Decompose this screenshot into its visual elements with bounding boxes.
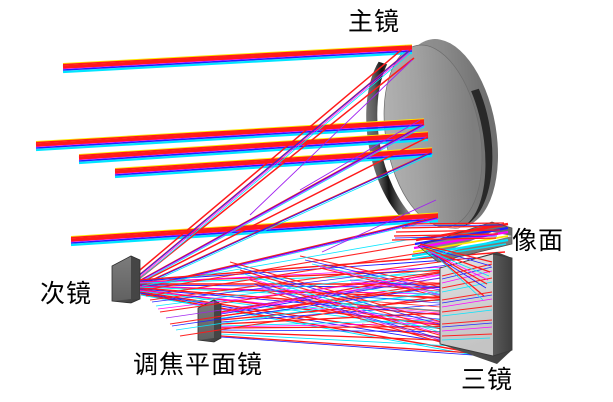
label-tertiary-mirror: 三镜 <box>461 365 514 394</box>
incoming-bundle-3 <box>78 131 429 165</box>
incoming-bundle-2 <box>35 118 425 152</box>
incoming-ray-bundles <box>35 44 439 247</box>
label-secondary-mirror: 次镜 <box>40 279 93 308</box>
incoming-bundle-4 <box>114 147 433 179</box>
label-focusing-flat-mirror: 调焦平面镜 <box>133 350 264 379</box>
tertiary-to-image-rays <box>419 243 493 301</box>
label-primary-mirror: 主镜 <box>348 7 401 36</box>
label-image-plane: 像面 <box>512 226 565 255</box>
upper-right-ray-fan <box>391 222 505 241</box>
primary-mirror <box>366 39 498 229</box>
primary-to-secondary-rays <box>133 45 440 290</box>
secondary-mirror <box>111 255 141 304</box>
incoming-bundle-1 <box>62 44 413 74</box>
